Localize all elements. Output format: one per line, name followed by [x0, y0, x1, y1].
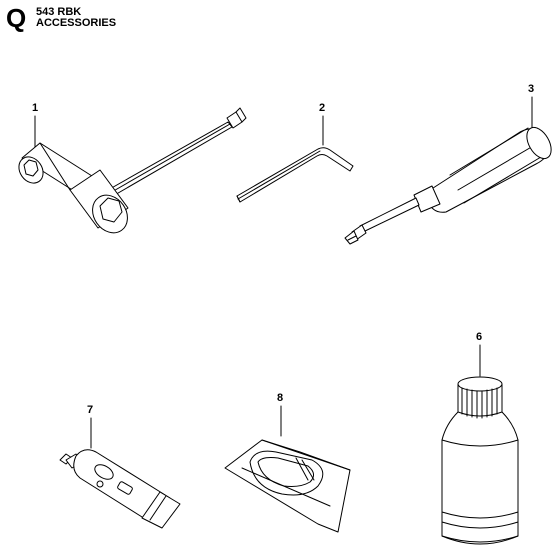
hex-key-icon: [236, 147, 354, 203]
part-1[interactable]: 1: [14, 102, 247, 240]
part-8[interactable]: 8: [224, 392, 351, 533]
tool-bag-icon: [224, 439, 351, 533]
model-name: 543 RBK: [36, 6, 82, 18]
section-letter: Q: [6, 3, 27, 33]
part-number-label: 2: [319, 102, 325, 114]
grease-tube-icon: [59, 449, 181, 529]
part-6[interactable]: 6: [441, 331, 519, 545]
part-number-label: 6: [476, 331, 482, 343]
part-3[interactable]: 3: [344, 83, 556, 245]
part-number-label: 3: [528, 83, 534, 95]
part-2[interactable]: 2: [236, 102, 354, 203]
part-number-label: 1: [32, 102, 38, 114]
diagram-header: Q 543 RBK ACCESSORIES: [6, 4, 206, 44]
screwdriver-icon: [344, 126, 552, 245]
part-number-label: 8: [277, 392, 283, 404]
oil-bottle-icon: [441, 376, 519, 545]
page-title: ACCESSORIES: [36, 17, 117, 29]
combination-spanner-icon: [18, 107, 247, 234]
part-number-label: 7: [87, 404, 93, 416]
part-7[interactable]: 7: [59, 404, 181, 529]
